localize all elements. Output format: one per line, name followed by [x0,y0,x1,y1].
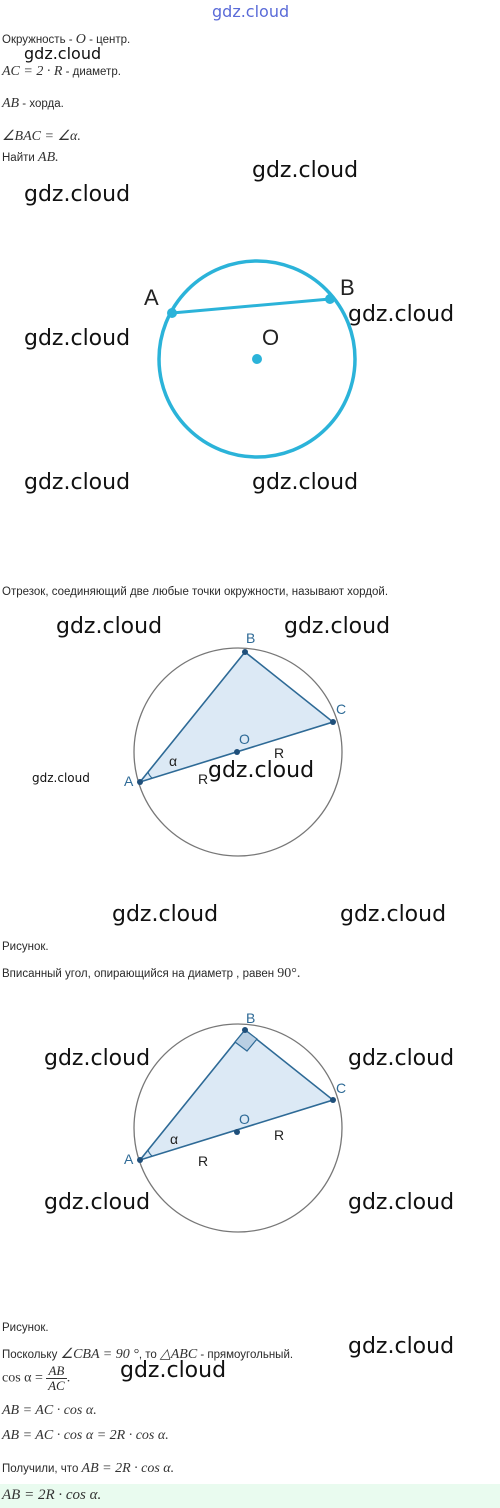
watermark: gdz.cloud [348,1334,455,1359]
fig3-label-c: C [336,1080,346,1096]
fig2-angle-arc [147,771,153,779]
watermark: gdz.cloud [24,44,102,63]
watermark-top: gdz.cloud [212,2,290,21]
fig3-label-r1: R [274,1127,284,1143]
inscribed-text: Вписанный угол, опирающийся на диаметр ,… [2,968,278,980]
watermark: gdz.cloud [120,1358,227,1383]
watermark: gdz.cloud [112,902,219,927]
fig2-label-b: B [246,630,255,646]
fig2-label-a: A [124,773,134,789]
figure-3-right-triangle: A B C O R R α [124,1010,346,1233]
fig1-chord-ab [171,297,331,315]
fig1-circle [157,259,357,459]
watermark: gdz.cloud [24,326,131,351]
given-line-1: Окружность - O - центр. [2,32,130,48]
fig2-label-o: O [239,731,250,747]
watermark: gdz.cloud [348,302,455,327]
given-diameter-math: AC = 2 · R [2,64,63,79]
fig2-point-a [137,779,143,785]
given-circle-word: Окружность - [2,34,76,46]
fig2-label-alpha: α [169,753,177,769]
result-word: Получили, что [2,1463,82,1475]
inscribed-degrees: 90°. [277,966,301,981]
since-then-word: , то [138,1349,160,1361]
fig3-label-o: O [239,1111,250,1127]
find-word: Найти [2,152,39,164]
figure-caption-1: Рисунок. [2,941,49,953]
fig3-label-r2: R [198,1153,208,1169]
answer-box: AB = 2R · cos α. [0,1484,500,1508]
figure-caption-2: Рисунок. [2,1322,49,1334]
watermark: gdz.cloud [252,470,359,495]
equation-2: AB = AC · cos α = 2R · cos α. [2,1428,169,1443]
fig2-label-c: C [336,701,346,717]
since-right-word: - прямоугольный. [197,1349,294,1361]
fig3-point-c [330,1097,336,1103]
cos-lhs: cos α = [2,1370,43,1386]
watermark: gdz.cloud [56,614,163,639]
figure-1-circle-chord: A B O [144,259,357,459]
given-line-2: AC = 2 · R - диаметр. [2,64,121,80]
given-chord-math: AB [2,96,20,111]
fig2-point-o [234,749,240,755]
equation-1: AB = AC · cos α. [2,1403,97,1418]
given-line-4: ∠BAC = ∠α. [2,128,81,145]
cos-dot: . [66,1370,71,1386]
fig3-point-a [137,1157,143,1163]
fig3-label-alpha: α [170,1131,178,1147]
given-diameter-text: - диаметр. [62,66,121,78]
watermark: gdz.cloud [32,771,90,785]
fig2-point-c [330,719,336,725]
fig2-point-b [242,649,248,655]
watermark: gdz.cloud [44,1190,151,1215]
result-math: AB = 2R · cos α. [81,1461,175,1476]
fig1-point-o [252,354,262,364]
since-word: Поскольку [2,1349,61,1361]
fig1-label-b: B [340,275,355,300]
watermark: gdz.cloud [24,182,131,207]
watermark: gdz.cloud [24,470,131,495]
answer-text: AB = 2R · cos α. [2,1487,102,1503]
given-line-5: Найти AB. [2,150,59,166]
cos-denominator: AC [48,1378,65,1393]
cos-numerator: AB [46,1364,67,1379]
watermark: gdz.cloud [252,158,359,183]
watermark: gdz.cloud [284,614,391,639]
watermark: gdz.cloud [44,1046,151,1071]
since-angle-math: ∠CBA = 90 ° [60,1347,139,1362]
fig1-label-a: A [144,285,159,310]
fig2-circle [133,647,343,857]
fig3-label-a: A [124,1151,134,1167]
fig3-circle [133,1023,343,1233]
fig2-label-r2: R [198,771,208,787]
fig3-point-o [234,1129,240,1135]
fig3-label-b: B [246,1010,255,1026]
fig1-point-b [325,294,335,304]
figure-2-triangle: A B C O R R α [124,630,346,857]
given-angle-math: ∠BAC = ∠α. [2,129,81,144]
fig3-right-angle-mark [234,1029,258,1052]
given-chord-text: - хорда. [19,98,64,110]
fig1-point-a [167,308,177,318]
fig2-label-r1: R [274,745,284,761]
watermark: gdz.cloud [348,1190,455,1215]
find-math: AB. [38,150,59,165]
right-triangle-statement: Поскольку ∠CBA = 90 °, то △ABC - прямоуг… [2,1346,293,1363]
inscribed-angle-statement: Вписанный угол, опирающийся на диаметр ,… [2,966,300,982]
result-statement: Получили, что AB = 2R · cos α. [2,1461,174,1477]
since-triangle-math: △ABC [159,1347,198,1362]
fig1-label-o: O [262,325,279,350]
watermark: gdz.cloud [348,1046,455,1071]
fig3-point-b [242,1027,248,1033]
watermark: gdz.cloud [208,758,315,783]
given-center-text: - центр. [85,34,131,46]
given-line-3: AB - хорда. [2,96,64,112]
fig3-angle-arc [147,1149,153,1157]
given-center-symbol: O [75,32,86,47]
chord-definition: Отрезок, соединяющий две любые точки окр… [2,586,389,598]
watermark: gdz.cloud [340,902,447,927]
